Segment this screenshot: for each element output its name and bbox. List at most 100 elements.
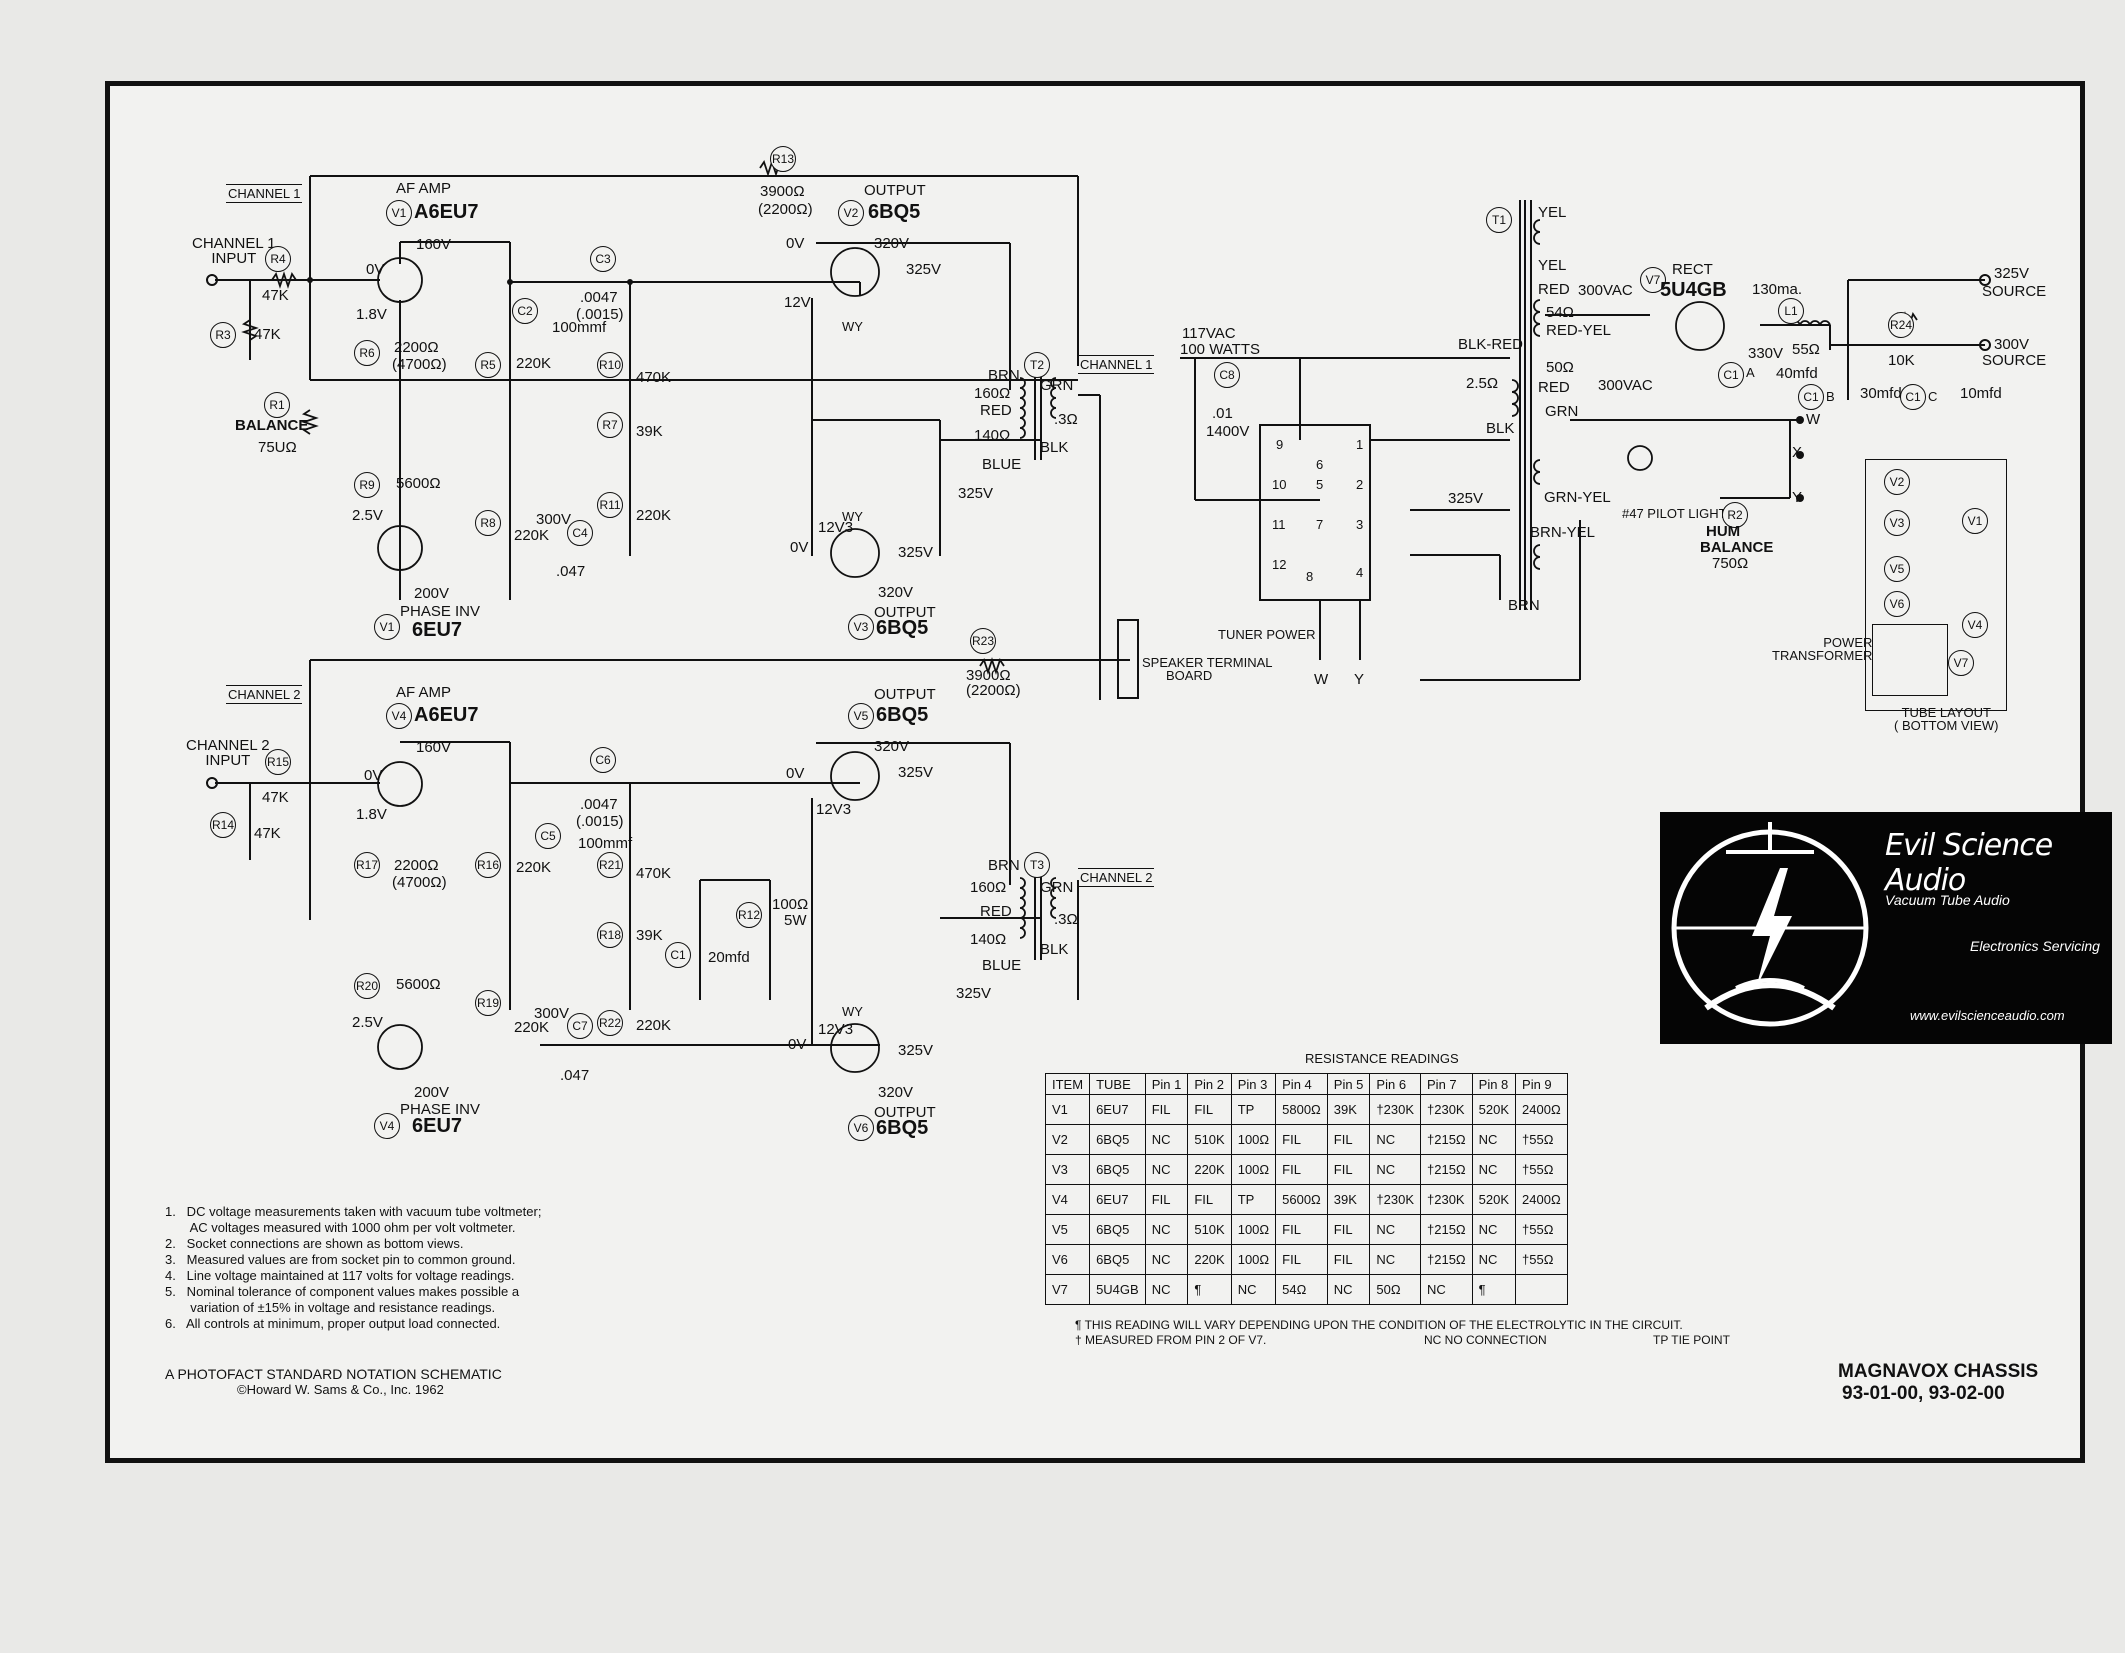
t3-s3: .3Ω <box>1054 911 1078 928</box>
resistance-cell: FIL <box>1144 1094 1189 1125</box>
v1b-type: 6EU7 <box>412 619 463 641</box>
r13-value: 3900Ω <box>760 183 805 200</box>
resistance-cell: NC <box>1230 1274 1277 1305</box>
resistance-footnote-2: † MEASURED FROM PIN 2 OF V7. <box>1075 1333 1267 1347</box>
resistance-cell: FIL <box>1326 1124 1371 1155</box>
r2-name2: BALANCE <box>1700 539 1774 556</box>
l1-ref: L1 <box>1778 298 1804 324</box>
logo-url[interactable]: www.evilscienceaudio.com <box>1910 1008 2065 1023</box>
t1-p50: 50Ω <box>1546 359 1574 376</box>
t3-blk: BLK <box>1040 941 1069 958</box>
resistance-cell: 220K <box>1187 1154 1232 1185</box>
out-x: X <box>1792 444 1803 461</box>
resistance-cell: †230K <box>1369 1094 1422 1125</box>
v5-plate-voltage: 320V <box>874 738 910 755</box>
resistance-header-cell: ITEM <box>1044 1073 1091 1095</box>
r10-value: 470K <box>636 369 672 386</box>
r14-value: 47K <box>254 825 281 842</box>
resistance-cell: 2400Ω <box>1515 1184 1568 1215</box>
r7-ref: R7 <box>597 412 623 438</box>
r1-ref: R1 <box>264 392 290 418</box>
resistance-cell: FIL <box>1187 1094 1232 1125</box>
socket-pin-12: 12 <box>1272 557 1287 572</box>
v3-grid-voltage: 0V <box>790 539 809 556</box>
c6-alt: (.0015) <box>576 813 624 830</box>
logo-line-1: Vacuum Tube Audio <box>1885 892 2010 908</box>
resistance-cell: †230K <box>1369 1184 1422 1215</box>
channel-1-label: CHANNEL 1 <box>226 184 303 203</box>
c4-ref: C4 <box>567 520 593 546</box>
r7-value: 39K <box>636 423 663 440</box>
resistance-cell: 510K <box>1187 1124 1232 1155</box>
t1-yel-top: YEL <box>1538 204 1567 221</box>
out-y: Y <box>1792 489 1803 506</box>
r6-ref: R6 <box>354 340 380 366</box>
v5-grid-voltage: 0V <box>786 765 805 782</box>
measurement-notes: 1. DC voltage measurements taken with va… <box>165 1204 541 1332</box>
t1-red-top: RED <box>1538 281 1570 298</box>
v4b-ref: V4 <box>374 1113 400 1139</box>
r3-value: 47K <box>254 326 281 343</box>
layout-v5: V5 <box>1884 556 1910 582</box>
c6-ref: C6 <box>590 747 616 773</box>
resistance-cell: NC <box>1326 1274 1371 1305</box>
v1b-ref: V1 <box>374 614 400 640</box>
v4-ref: V4 <box>386 703 412 729</box>
r17-ref: R17 <box>354 852 380 878</box>
r8-value: 220K <box>514 527 550 544</box>
c1-value: 20mfd <box>708 949 750 966</box>
resistance-cell: 5600Ω <box>1275 1184 1328 1215</box>
r22-value: 220K <box>636 1017 672 1034</box>
r5-value: 220K <box>516 355 552 372</box>
tuner-power-label: TUNER POWER <box>1218 627 1316 642</box>
source-300-label: SOURCE <box>1982 352 2047 369</box>
note-line: 2. Socket connections are shown as botto… <box>165 1236 464 1251</box>
v4-function: AF AMP <box>396 684 452 701</box>
t2-ref: T2 <box>1024 352 1050 378</box>
resistance-cell: †215Ω <box>1420 1244 1473 1275</box>
v1-function: AF AMP <box>396 180 452 197</box>
v4-cathode-voltage: 1.8V <box>356 806 387 823</box>
resistance-footnote-1: ¶ THIS READING WILL VARY DEPENDING UPON … <box>1075 1318 1683 1332</box>
v2-ref: V2 <box>838 200 864 226</box>
c2-ref: C2 <box>512 298 538 324</box>
layout-v3: V3 <box>1884 510 1910 536</box>
resistance-cell: FIL <box>1326 1214 1371 1245</box>
v6-grid-voltage: 0V <box>788 1036 807 1053</box>
c8-volt: 1400V <box>1206 423 1250 440</box>
r23-alt: (2200Ω) <box>966 682 1021 699</box>
resistance-cell: 6BQ5 <box>1089 1214 1146 1245</box>
socket-pin-8: 8 <box>1306 569 1314 584</box>
t1-redyel: RED-YEL <box>1546 322 1612 339</box>
v5-type: 6BQ5 <box>876 704 929 726</box>
chassis-name: MAGNAVOX CHASSIS <box>1838 1361 2039 1382</box>
v4-plate-voltage: 160V <box>416 739 452 756</box>
t2-blue: BLUE <box>982 456 1022 473</box>
resistance-cell: V4 <box>1044 1184 1091 1215</box>
resistance-cell: †230K <box>1420 1184 1473 1215</box>
c8-value: .01 <box>1212 405 1233 422</box>
r4-value: 47K <box>262 287 289 304</box>
resistance-cell: ¶ <box>1471 1274 1517 1305</box>
v4-grid-voltage: 0V <box>364 767 383 784</box>
chassis-numbers: 93-01-00, 93-02-00 <box>1842 1383 2005 1404</box>
socket-pin-5: 5 <box>1316 477 1324 492</box>
resistance-header-cell: Pin 2 <box>1187 1073 1232 1095</box>
t1-p54: 54Ω <box>1546 304 1574 321</box>
t1-grn: GRN <box>1545 403 1579 420</box>
chassis-title: MAGNAVOX CHASSIS 93-01-00, 93-02-00 <box>1838 1361 2038 1405</box>
resistance-cell: FIL <box>1144 1184 1189 1215</box>
resistance-cell: 39K <box>1326 1184 1371 1215</box>
r24-ref: R24 <box>1888 312 1914 338</box>
t1-p25: 2.5Ω <box>1466 375 1499 392</box>
c5-value: 100mmf <box>578 835 633 852</box>
t3-brn: BRN <box>988 857 1020 874</box>
source-325-voltage: 325V <box>1994 265 2030 282</box>
resistance-cell: V1 <box>1044 1094 1091 1125</box>
r6-value: 2200Ω <box>394 339 439 356</box>
